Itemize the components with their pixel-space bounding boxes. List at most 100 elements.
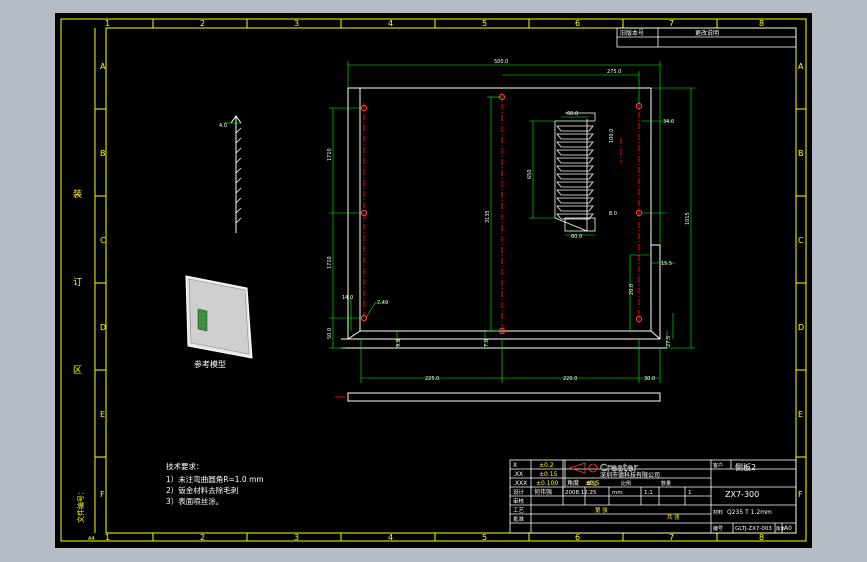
- bottom-zone-5: 5: [482, 533, 487, 542]
- logo-text: Creater: [600, 463, 638, 474]
- hole: [360, 104, 368, 112]
- left-zone-F: F: [100, 490, 105, 499]
- bottom-zone-1: 1: [105, 533, 110, 542]
- dimension-lines: [329, 61, 695, 383]
- main-part-view: 500.0 275.0 1710 1710 50.0 3135 1015 60.…: [327, 59, 695, 402]
- total-label: 共 张: [667, 513, 680, 521]
- dim-left-lower: 1710: [327, 256, 333, 269]
- top-zone-5: 5: [482, 19, 487, 28]
- left-zone-A: A: [100, 62, 106, 71]
- reference-model: [185, 275, 253, 359]
- checker-label: 审核: [513, 497, 525, 505]
- top-zone-1: 1: [105, 19, 110, 28]
- bottom-zone-8: 8: [759, 533, 764, 542]
- bottom-zone-2: 2: [200, 533, 205, 542]
- tol-xx-label: .XX: [513, 471, 523, 478]
- tech-req-item-2: 2）钣金材料去除毛刺: [166, 485, 238, 495]
- material-value: Q235 T 1.2mm: [727, 509, 772, 516]
- dim-mid-height: 3135: [485, 210, 491, 223]
- right-zone-A: A: [798, 62, 804, 71]
- tol-xxx-label: .XXX: [513, 480, 527, 487]
- designer-name: 何伟强: [534, 488, 552, 496]
- scale-label: 比例: [621, 480, 631, 487]
- tech-req-item-1: 1）未注弯曲圆角R=1.0 mm: [166, 474, 264, 484]
- sheet-label: 第 张: [595, 506, 608, 514]
- dim-notch-h: 15.5: [661, 261, 672, 267]
- top-zone-4: 4: [388, 19, 393, 28]
- left-zone-B: B: [100, 149, 106, 158]
- dim-hole-dia: 7.49: [377, 300, 388, 306]
- qty-value: 1: [688, 490, 692, 496]
- dim-side-off: 14.0: [342, 295, 353, 301]
- drawing-canvas: 1 2 3 4 5 6 7 8 1 2 3 4 5 6 7 8 A B C D …: [55, 13, 812, 548]
- draw-date: 2008.12.25: [565, 490, 597, 496]
- revision-col1: 旧版本号: [620, 29, 644, 37]
- cad-viewport[interactable]: 1 2 3 4 5 6 7 8 1 2 3 4 5 6 7 8 A B C D …: [55, 13, 812, 548]
- top-zone-6: 6: [575, 19, 580, 28]
- dim-bottom-left: 225.0: [425, 376, 439, 382]
- mounting-holes: [360, 93, 643, 335]
- dim-left-height: 1710: [327, 148, 333, 161]
- drawing-no: ZX7-300: [725, 490, 759, 499]
- code-value: GLTJ-ZX7-003: [735, 526, 772, 532]
- top-zone-7: 7: [669, 19, 674, 28]
- side-file-note: 文件编号：: [76, 488, 85, 523]
- dim-right-height: 1015: [685, 212, 691, 225]
- hole: [635, 315, 643, 323]
- tol-x-val: ±0.2: [539, 462, 554, 469]
- zone-ticks: [94, 19, 806, 541]
- qty-label: 数量: [661, 480, 671, 487]
- dim-top-to-funnel: 275.0: [607, 69, 621, 75]
- hole: [360, 314, 368, 322]
- left-zone-E: E: [100, 410, 105, 419]
- corner-code: A4: [88, 536, 95, 542]
- louver-fins: [556, 125, 594, 220]
- dim-bottom-mid: 220.0: [563, 376, 577, 382]
- top-zone-3: 3: [294, 19, 299, 28]
- right-zone-C: C: [798, 236, 804, 245]
- dim-fin-pitch: 100.0: [609, 129, 615, 143]
- right-zone-F: F: [798, 490, 803, 499]
- version-label: 版本: [776, 525, 785, 532]
- right-zone-D: D: [798, 323, 804, 332]
- hole: [635, 102, 643, 110]
- dim-funnel-height: 650: [527, 169, 533, 179]
- customer-label: 客户: [713, 462, 723, 469]
- dim-funnel-bottom: 60.0: [571, 234, 582, 240]
- hole-centerlines: [363, 93, 640, 335]
- company-name: 深圳市德科技有限公司: [600, 471, 660, 479]
- tol-xxx-val: ±0.100: [536, 480, 558, 487]
- dim-notch-v: 20.0: [629, 284, 635, 295]
- tol-xx-val: ±0.15: [539, 471, 558, 478]
- reference-model-label: 参考模型: [194, 359, 226, 369]
- dim-right-mid: 8.0: [609, 211, 617, 217]
- dim-right-top: 34.0: [663, 119, 674, 125]
- code-label: 编号: [713, 525, 723, 532]
- inner-frame: [105, 27, 797, 534]
- right-zone-E: E: [798, 410, 803, 419]
- louver-vent: [554, 112, 596, 232]
- version-value: A0: [784, 525, 792, 532]
- dim-overall-width: 500.0: [494, 59, 508, 65]
- paper-background: [55, 13, 812, 548]
- unit-label: 单位: [587, 480, 597, 487]
- dim-funnel-width: 60.0: [567, 111, 578, 117]
- tol-x-label: X: [513, 462, 517, 469]
- bottom-strip-view: [347, 392, 661, 402]
- unit-value: mm: [612, 490, 623, 496]
- side-profile-view: 4.0: [219, 115, 242, 233]
- material-label: 材料: [713, 509, 723, 516]
- bottom-zone-4: 4: [388, 533, 393, 542]
- dim-foot-h: 9.8: [396, 339, 402, 347]
- bottom-zone-3: 3: [294, 533, 299, 542]
- tech-requirements: 技术要求： 1）未注弯曲圆角R=1.0 mm 2）钣金材料去除毛刺 3）表面喷丝…: [166, 461, 264, 506]
- binding-char-2: 订: [73, 277, 82, 288]
- hole: [360, 209, 368, 217]
- process-label: 工艺: [513, 507, 525, 514]
- top-zone-8: 8: [759, 19, 764, 28]
- outer-frame: [60, 18, 807, 542]
- left-zone-D: D: [100, 323, 106, 332]
- dim-right-foot: 27.5: [666, 336, 672, 347]
- tol-angle-label: 角度: [567, 479, 579, 487]
- dim-left-small: 50.0: [327, 328, 333, 339]
